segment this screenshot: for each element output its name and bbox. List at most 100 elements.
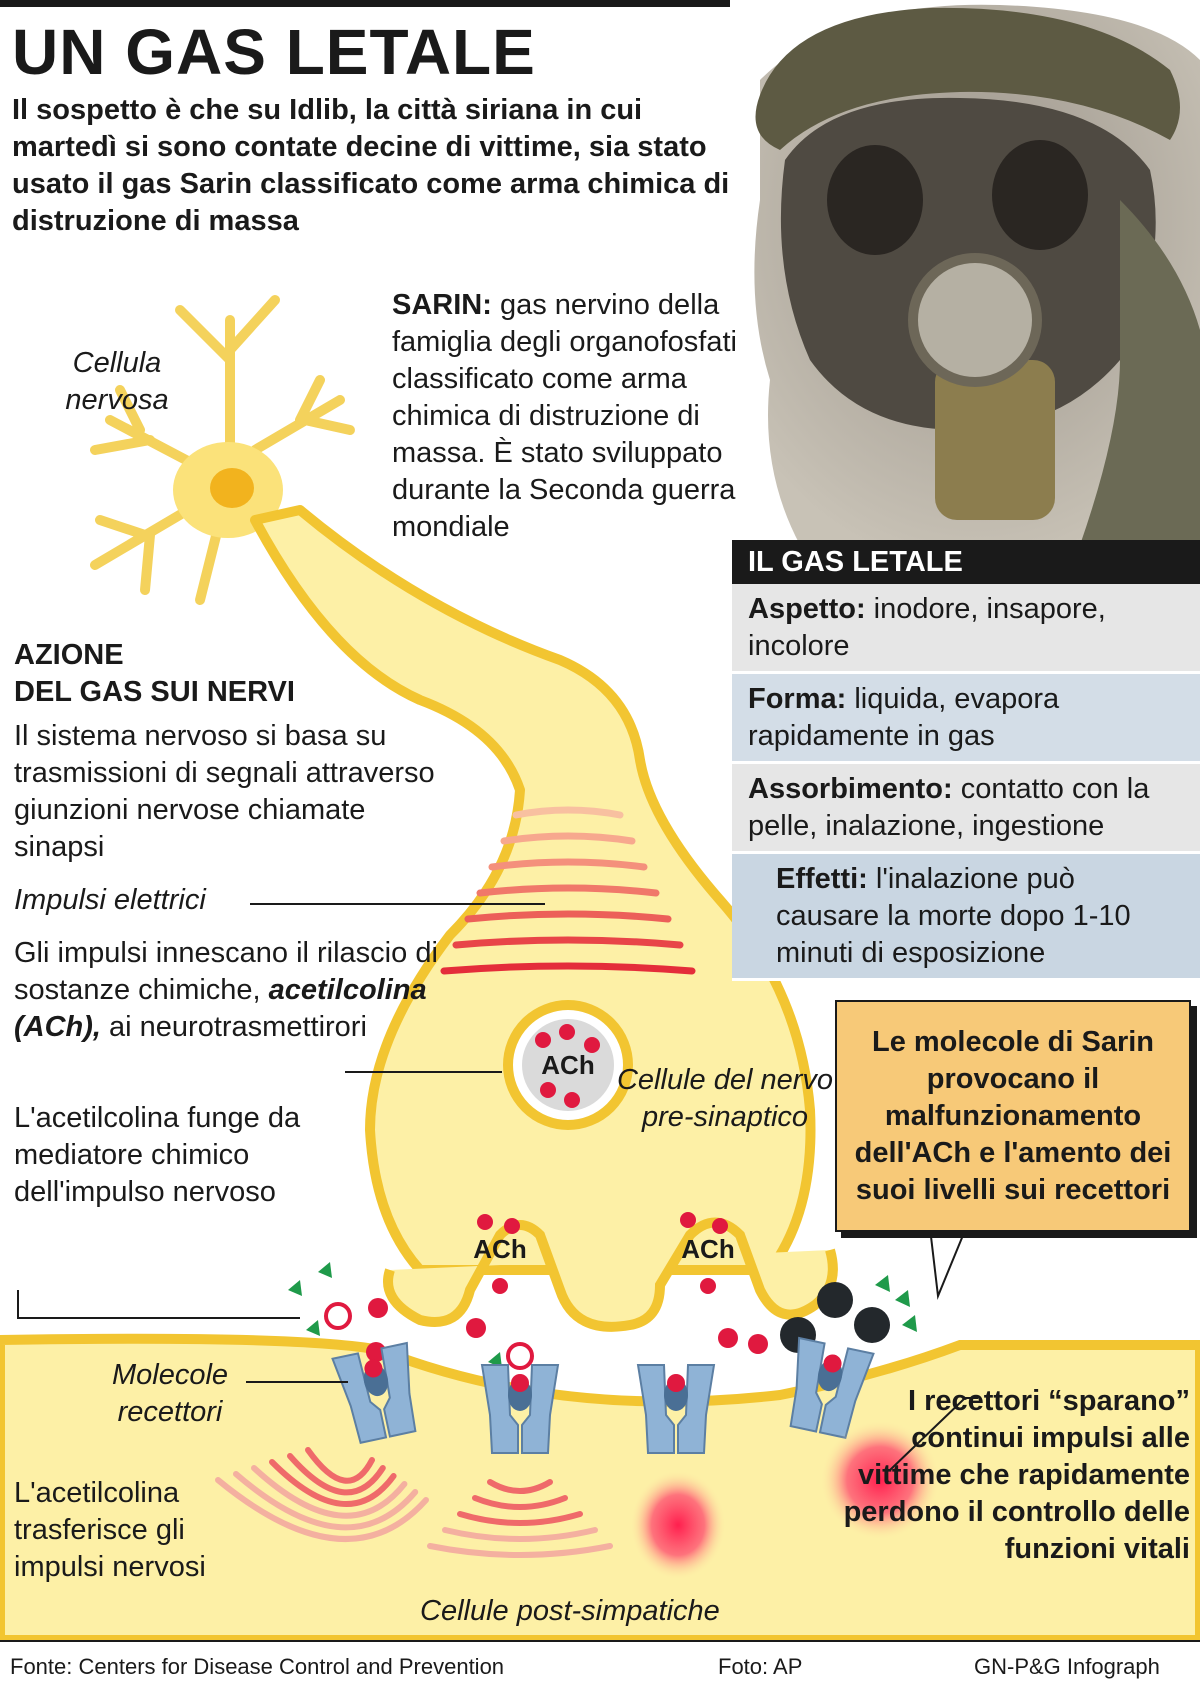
info-row-text: inodore, insapore, incolore xyxy=(748,593,1106,662)
mask-filter-shape xyxy=(908,253,1042,387)
uniform-shape xyxy=(1080,200,1200,545)
info-row-label: Forma: xyxy=(748,683,847,715)
enzyme-marker xyxy=(306,1320,320,1336)
terminal-bottom-edge xyxy=(383,1217,838,1332)
ach-molecule xyxy=(748,1334,768,1354)
electric-impulse-arcs xyxy=(440,806,696,975)
post-impulse-arc xyxy=(427,1543,613,1558)
ach-vesicle-lower: ACh xyxy=(681,1234,734,1264)
mask-left-eyepiece xyxy=(827,145,923,255)
sarin-definition: SARIN: gas nervino della famiglia degli … xyxy=(392,287,752,546)
postsynaptic-label: Cellule post-simpatiche xyxy=(420,1595,720,1627)
receptor-molecule xyxy=(480,1364,560,1454)
action-heading: AZIONE DEL GAS SUI NERVI xyxy=(14,637,295,711)
action-intro: Il sistema nervoso si basa su trasmissio… xyxy=(14,720,435,863)
enzyme-marker xyxy=(318,1262,332,1278)
ach-label-lower: ACh xyxy=(473,1234,526,1264)
action-heading-line2: DEL GAS SUI NERVI xyxy=(14,676,295,708)
footer-bar xyxy=(0,1640,1200,1694)
info-row-label: Effetti: xyxy=(776,863,868,895)
cell-label: Cellula nervosa xyxy=(65,347,169,416)
ach-vesicles xyxy=(477,1000,728,1294)
callout-tail xyxy=(928,1227,968,1300)
impulse-arc xyxy=(440,962,696,975)
ach-dot xyxy=(712,1218,728,1234)
info-row-effects: Effetti: l'inalazione può causare la mor… xyxy=(732,854,1200,981)
post-synaptic-impulses xyxy=(215,1447,613,1558)
effects-text: I recettori “sparano” continui impulsi a… xyxy=(843,1385,1190,1565)
info-row-text: l'inalazione può causare la morte dopo 1… xyxy=(776,863,1131,969)
sarin-molecule xyxy=(854,1307,890,1343)
presynaptic-label: Cellule del nervo pre-sinaptico xyxy=(616,1064,833,1133)
enzyme-marker xyxy=(895,1290,910,1307)
ach-dot xyxy=(492,1278,508,1294)
ach-molecule xyxy=(366,1342,386,1362)
leader-lines xyxy=(17,903,978,1471)
ach-dot xyxy=(700,1278,716,1294)
ach-molecule xyxy=(466,1318,486,1338)
post-impulse-arc xyxy=(215,1477,429,1542)
enzyme-marker xyxy=(875,1275,890,1292)
impulses-label: Impulsi elettrici xyxy=(14,884,206,916)
mediator-leader xyxy=(17,1290,300,1319)
post-impulse-arc xyxy=(233,1471,419,1531)
ach-dot xyxy=(564,1092,580,1108)
ach-vesicle-lower: ACh xyxy=(473,1234,526,1264)
sarin-molecule xyxy=(817,1282,853,1318)
post-synaptic-drawing xyxy=(0,1217,1200,1640)
ach-molecule xyxy=(718,1328,738,1348)
impulse-arc xyxy=(512,806,624,819)
ach-dot xyxy=(584,1037,600,1053)
transfer-text: L'acetilcolina trasferisce gli impulsi n… xyxy=(14,1477,206,1583)
mask-right-eyepiece xyxy=(992,140,1088,250)
cell-nucleus-shape xyxy=(210,468,254,508)
footer-photo-credit: Foto: AP xyxy=(718,1654,803,1679)
post-impulse-arc xyxy=(457,1511,583,1526)
sarin-description: gas nervino della famiglia degli organof… xyxy=(392,289,737,543)
callout-text: Le molecole di Sarin provocano il malfun… xyxy=(854,1025,1172,1206)
receptor-molecule xyxy=(331,1341,417,1444)
ach-dot xyxy=(680,1212,696,1228)
ach-label-lower: ACh xyxy=(681,1234,734,1264)
effects-leader xyxy=(889,1397,978,1471)
post-impulse-arc xyxy=(269,1459,397,1508)
info-row-label: Assorbimento: xyxy=(748,773,953,805)
ach-label-center: ACh xyxy=(541,1050,595,1080)
info-row-absorption: Assorbimento: contatto con la pelle, ina… xyxy=(732,764,1200,854)
info-table-title: IL GAS LETALE xyxy=(732,540,1200,584)
enzyme-marker xyxy=(902,1315,917,1332)
impulse-arc xyxy=(488,858,648,871)
footer-source: Fonte: Centers for Disease Control and P… xyxy=(10,1654,505,1679)
receptor-molecule xyxy=(789,1336,875,1439)
post-impulse-arc xyxy=(305,1447,375,1484)
ach-dot xyxy=(504,1218,520,1234)
sarin-callout: Le molecole di Sarin provocano il malfun… xyxy=(835,1000,1191,1232)
info-table: IL GAS LETALE Aspetto: inodore, insapore… xyxy=(732,540,1200,981)
footer-agency-credit: GN-P&G Infograph xyxy=(974,1654,1160,1679)
gas-mask-photo xyxy=(730,0,1200,546)
post-impulse-arc xyxy=(442,1527,598,1542)
info-row-text: liquida, evapora rapidamente in gas xyxy=(748,683,1060,752)
broken-ach-molecule xyxy=(324,1302,352,1330)
mask-hose-shape xyxy=(935,360,1055,520)
ach-molecule xyxy=(368,1298,388,1318)
release-before: Gli impulsi innescano il rilascio di sos… xyxy=(14,937,438,1006)
info-row-form: Forma: liquida, evapora rapidamente in g… xyxy=(732,674,1200,764)
release-after: ai neurotrasmettirori xyxy=(100,1011,367,1043)
info-row-label: Aspetto: xyxy=(748,593,866,625)
impulse-arc xyxy=(464,910,672,923)
main-subtitle: Il sospetto è che su Idlib, la città sir… xyxy=(12,94,730,237)
ach-dot xyxy=(540,1082,556,1098)
post-impulse-arc xyxy=(251,1465,408,1519)
helmet-shape xyxy=(755,7,1180,151)
sarin-term: SARIN: xyxy=(392,289,492,321)
receptor-molecule xyxy=(636,1364,716,1454)
post-impulse-arc xyxy=(487,1479,553,1494)
broken-ach-molecule xyxy=(506,1342,534,1370)
main-title: UN GAS LETALE xyxy=(12,16,536,88)
ach-dot xyxy=(477,1214,493,1230)
impulse-glow xyxy=(630,1470,726,1580)
action-heading-line1: AZIONE xyxy=(14,639,124,671)
impulse-arc xyxy=(452,936,684,949)
